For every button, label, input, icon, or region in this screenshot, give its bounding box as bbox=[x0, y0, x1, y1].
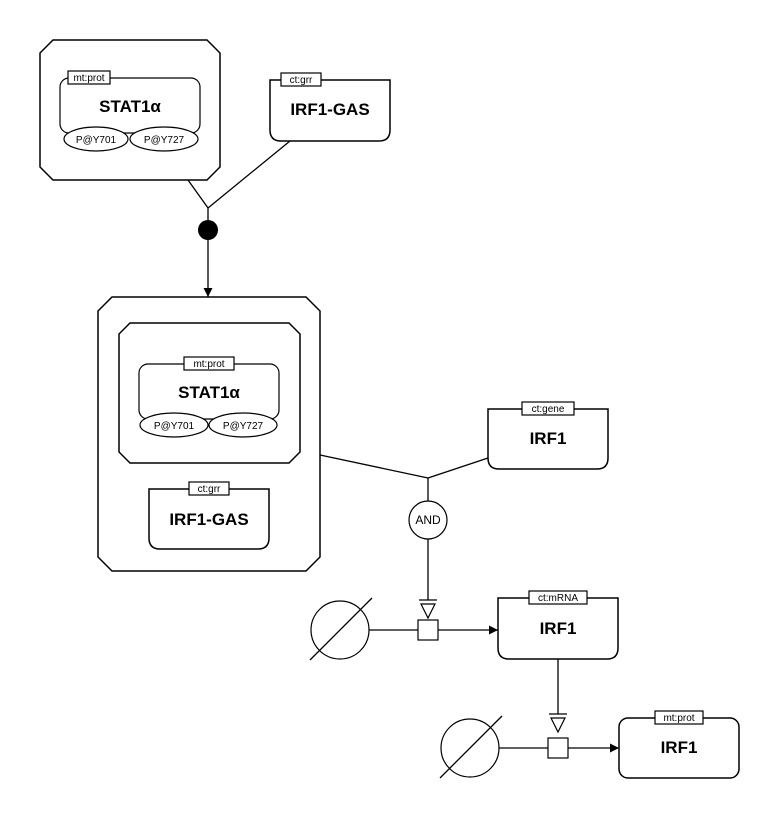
top-stat1a-protein[interactable]: STAT1α mt:prot P@Y701 P@Y727 bbox=[59, 70, 201, 152]
association-edge-grr bbox=[207, 140, 291, 209]
irf1-gene-label: IRF1 bbox=[530, 429, 567, 448]
irf1-protein[interactable]: IRF1 mt:prot bbox=[618, 710, 740, 779]
transcription-process[interactable] bbox=[417, 619, 439, 641]
top-complex[interactable]: STAT1α mt:prot P@Y701 P@Y727 bbox=[39, 39, 221, 181]
inner-complex[interactable]: STAT1α mt:prot P@Y701 P@Y727 bbox=[118, 322, 301, 464]
inner-stat1a-state-y727: P@Y727 bbox=[223, 421, 264, 432]
irf1-protein-label: IRF1 bbox=[661, 738, 698, 757]
top-stat1a-state-y727: P@Y727 bbox=[144, 135, 185, 146]
inner-stat1a-state-y701: P@Y701 bbox=[154, 421, 195, 432]
necessary-stimulation-head-2 bbox=[550, 717, 566, 734]
and-operator[interactable]: AND bbox=[408, 500, 448, 540]
necessary-stimulation-head bbox=[420, 603, 436, 620]
top-irf1-gas-grr[interactable]: IRF1-GAS ct:grr bbox=[269, 72, 391, 142]
top-stat1a-state-y701: P@Y701 bbox=[76, 135, 117, 146]
and-input-complex bbox=[319, 454, 429, 479]
irf1-gene-unit: ct:gene bbox=[532, 404, 565, 415]
and-label: AND bbox=[415, 513, 441, 527]
irf1-mrna-label: IRF1 bbox=[540, 619, 577, 638]
translation-process[interactable] bbox=[547, 737, 569, 759]
irf1-mrna[interactable]: IRF1 ct:mRNA bbox=[497, 590, 619, 660]
association-node[interactable] bbox=[198, 220, 218, 240]
association-edge-complex bbox=[187, 179, 209, 209]
top-stat1a-label: STAT1α bbox=[99, 97, 161, 116]
source-sink-translation[interactable] bbox=[439, 715, 503, 779]
inner-irf1-gas-unit: ct:grr bbox=[198, 484, 221, 495]
inner-irf1-gas-label: IRF1-GAS bbox=[169, 510, 248, 529]
top-irf1-gas-unit: ct:grr bbox=[290, 75, 313, 86]
inner-stat1a-label: STAT1α bbox=[178, 383, 240, 402]
inner-stat1a-unit: mt:prot bbox=[193, 359, 224, 370]
irf1-protein-unit: mt:prot bbox=[663, 713, 694, 724]
and-input-gene bbox=[427, 457, 489, 479]
inner-irf1-gas-grr[interactable]: IRF1-GAS ct:grr bbox=[148, 481, 270, 550]
source-sink-transcription[interactable] bbox=[309, 597, 373, 661]
irf1-gene[interactable]: IRF1 ct:gene bbox=[487, 401, 609, 470]
irf1-mrna-unit: ct:mRNA bbox=[538, 593, 578, 604]
product-complex[interactable]: STAT1α mt:prot P@Y701 P@Y727 IRF1-GAS ct… bbox=[97, 296, 321, 572]
inner-stat1a-protein[interactable]: STAT1α mt:prot P@Y701 P@Y727 bbox=[138, 356, 280, 438]
top-irf1-gas-label: IRF1-GAS bbox=[290, 100, 369, 119]
top-stat1a-unit: mt:prot bbox=[73, 73, 104, 84]
